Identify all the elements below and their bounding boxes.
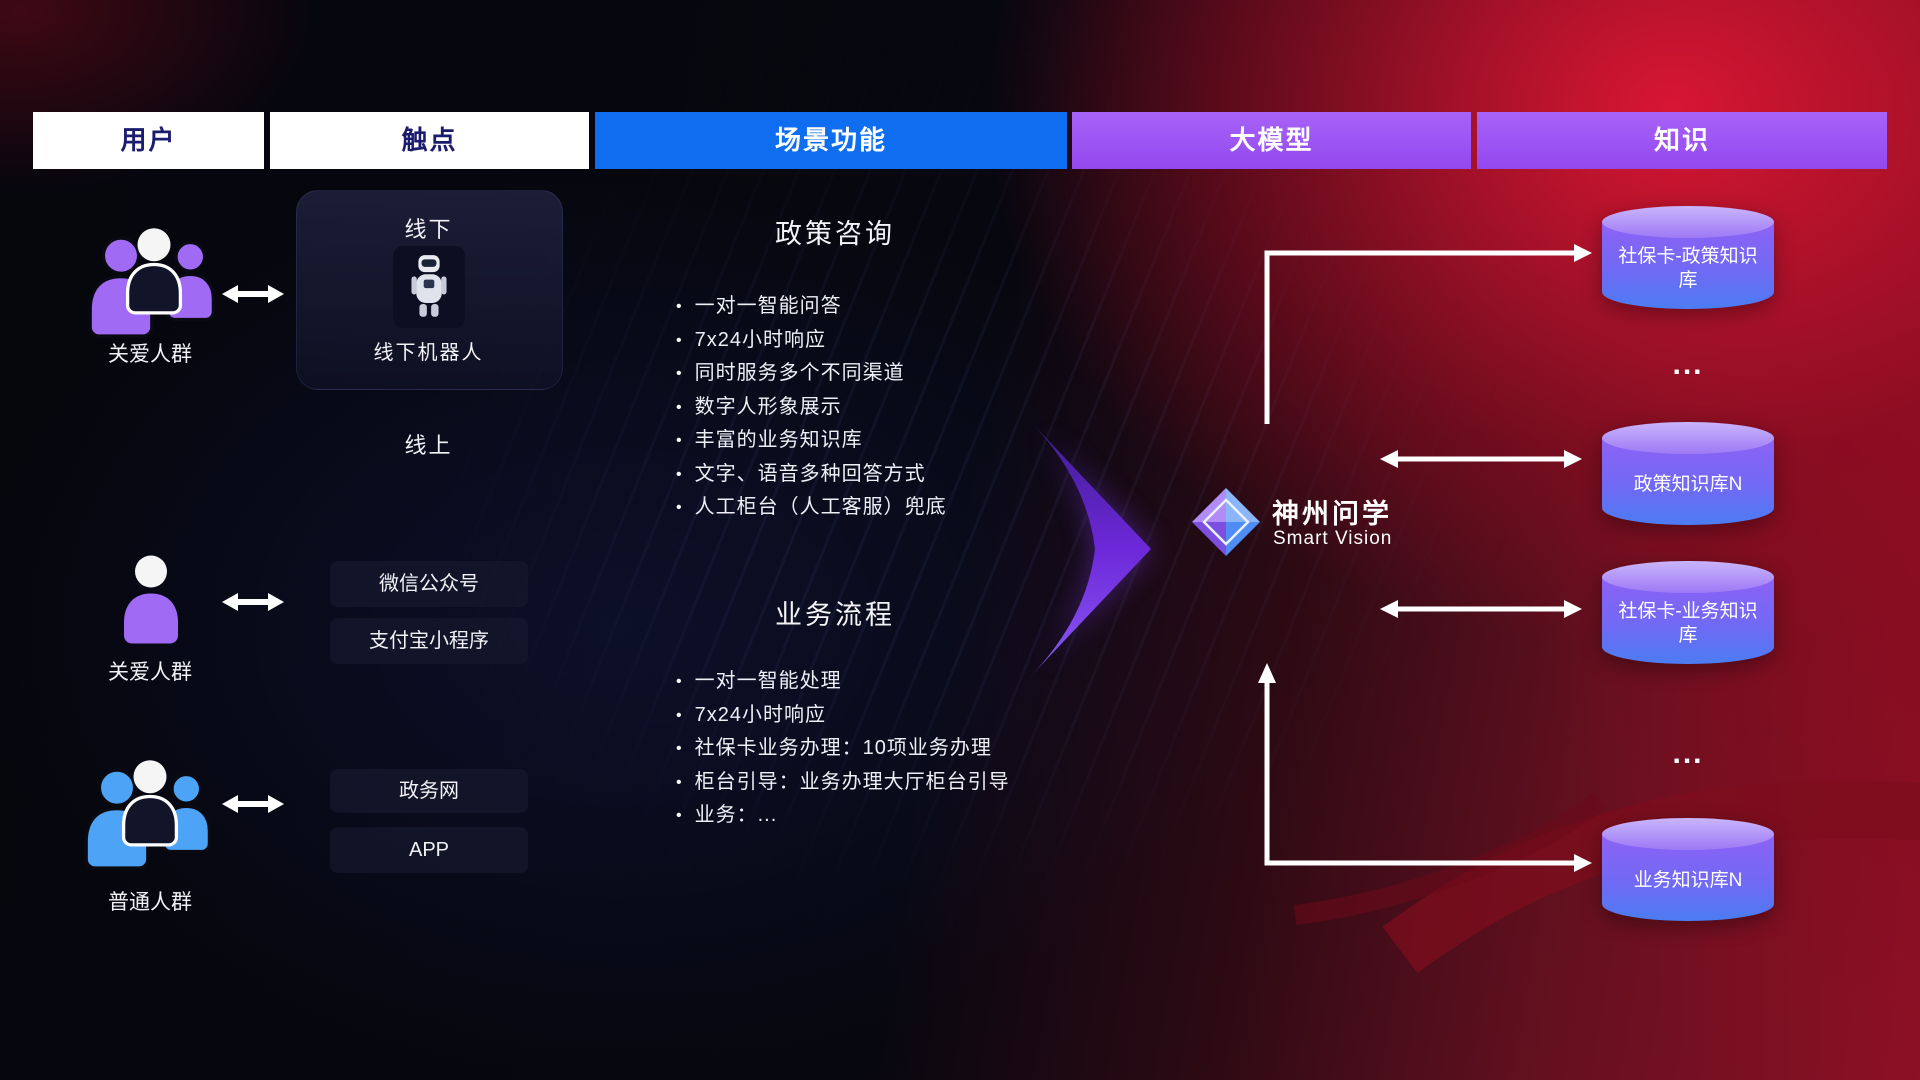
robot-frame <box>393 246 465 328</box>
kb-label: 业务知识库N <box>1633 869 1743 891</box>
big-arrow-shape <box>1029 420 1151 678</box>
feature-text: 文字、语音多种回答方式 <box>694 462 926 485</box>
header-users: 用户 <box>33 112 264 169</box>
offline-title: 线下 <box>404 217 453 242</box>
kb-cylinder-business-n: 业务知识库N <box>1602 818 1774 921</box>
cylinder-top <box>1602 561 1774 593</box>
group-users-purple-icon <box>88 228 216 338</box>
kb-ellipsis-top: ... <box>1672 348 1704 381</box>
feature-text: 柜台引导：业务办理大厅柜台引导 <box>694 770 1010 793</box>
red-swoosh-thin <box>1293 792 1607 925</box>
arrowhead <box>222 593 238 611</box>
channel-alipay: 支付宝小程序 <box>330 618 528 664</box>
feature-item: 一对一智能问答 <box>676 290 947 324</box>
arrowhead <box>268 593 284 611</box>
feature-text: 一对一智能处理 <box>694 670 842 692</box>
arrowhead <box>1380 600 1398 618</box>
cylinder-top <box>1602 206 1774 238</box>
feature-text: 业务：... <box>694 804 778 826</box>
kb-cylinder-sscard-business: 社保卡-业务知识库 <box>1602 561 1774 664</box>
feature-item: 社保卡业务办理：10项业务办理 <box>676 732 1010 766</box>
smart-vision-logo-icon <box>1192 488 1260 556</box>
kb-cylinder-policy-n: 政策知识库N <box>1602 422 1774 525</box>
arrowhead <box>1574 244 1592 262</box>
feature-item: 丰富的业务知识库 <box>676 424 947 458</box>
kb-label: 社保卡-政策知识库 <box>1618 245 1758 291</box>
arrowhead <box>222 795 238 813</box>
header-model: 大模型 <box>1072 112 1471 169</box>
feature-text: 人工柜台（人工客服）兜底 <box>694 496 947 518</box>
feature-item: 人工柜台（人工客服）兜底 <box>676 491 947 525</box>
feature-item: 一对一智能处理 <box>676 665 1010 699</box>
scenario-business-list: 一对一智能处理 7x24小时响应 社保卡业务办理：10项业务办理 柜台引导：业务… <box>676 665 1010 833</box>
online-title: 线上 <box>404 433 453 458</box>
robot-icon <box>411 255 447 317</box>
arrowhead <box>1258 663 1276 683</box>
kb-label: 政策知识库N <box>1633 473 1743 495</box>
cylinder-top <box>1602 818 1774 850</box>
kb-cylinder-sscard-policy: 社保卡-政策知识库 <box>1602 206 1774 309</box>
arrowhead <box>222 285 238 303</box>
channel-app: APP <box>330 827 528 873</box>
kb-ellipsis-bottom: ... <box>1672 737 1704 770</box>
feature-item: 业务：... <box>676 799 1010 833</box>
header-knowledge: 知识 <box>1477 112 1887 169</box>
scenario-title-policy: 政策咨询 <box>775 219 895 249</box>
scenario-policy-list: 一对一智能问答 7x24小时响应 同时服务多个不同渠道 数字人形象展示 丰富的业… <box>676 290 947 525</box>
arrowhead <box>268 285 284 303</box>
arrowhead <box>1564 450 1582 468</box>
feature-text: 数字人形象展示 <box>694 395 842 418</box>
feature-text: 7x24小时响应 <box>694 328 826 351</box>
feature-text: 一对一智能问答 <box>694 295 842 317</box>
arrow-model-to-kb-business-n <box>1264 681 1574 866</box>
model-name: 神州问学 <box>1272 499 1392 529</box>
channel-gov-web: 政务网 <box>330 769 528 813</box>
cylinder-top <box>1602 422 1774 454</box>
model-subtitle: Smart Vision <box>1273 528 1393 549</box>
group-users-blue-icon <box>84 760 212 870</box>
feature-text: 丰富的业务知识库 <box>694 429 863 451</box>
arrow-model-to-kb1 <box>1264 250 1574 424</box>
feature-item: 数字人形象展示 <box>676 391 947 425</box>
feature-item: 同时服务多个不同渠道 <box>676 357 947 391</box>
feature-item: 7x24小时响应 <box>676 699 1010 733</box>
arrowhead <box>268 795 284 813</box>
big-flow-arrow <box>1029 420 1151 678</box>
user-general-label: 普通人群 <box>108 891 192 914</box>
arrowhead <box>1564 600 1582 618</box>
arrowhead <box>1380 450 1398 468</box>
header-touchpoints: 触点 <box>270 112 589 169</box>
kb-label: 社保卡-业务知识库 <box>1618 600 1758 646</box>
channel-wechat: 微信公众号 <box>330 561 528 607</box>
user-single-label: 关爱人群 <box>108 661 192 684</box>
feature-text: 社保卡业务办理：10项业务办理 <box>694 737 992 759</box>
scenario-title-business: 业务流程 <box>775 600 895 630</box>
feature-text: 同时服务多个不同渠道 <box>694 362 905 384</box>
feature-item: 柜台引导：业务办理大厅柜台引导 <box>676 766 1010 800</box>
feature-item: 7x24小时响应 <box>676 324 947 358</box>
offline-robot-label: 线下机器人 <box>373 342 484 364</box>
arrowhead <box>1574 854 1592 872</box>
arrowheads <box>222 244 1592 872</box>
header-scenarios: 场景功能 <box>595 112 1067 169</box>
user-group-label: 关爱人群 <box>108 343 192 366</box>
feature-text: 7x24小时响应 <box>694 703 826 726</box>
single-user-purple-icon <box>124 555 178 644</box>
feature-item: 文字、语音多种回答方式 <box>676 458 947 492</box>
